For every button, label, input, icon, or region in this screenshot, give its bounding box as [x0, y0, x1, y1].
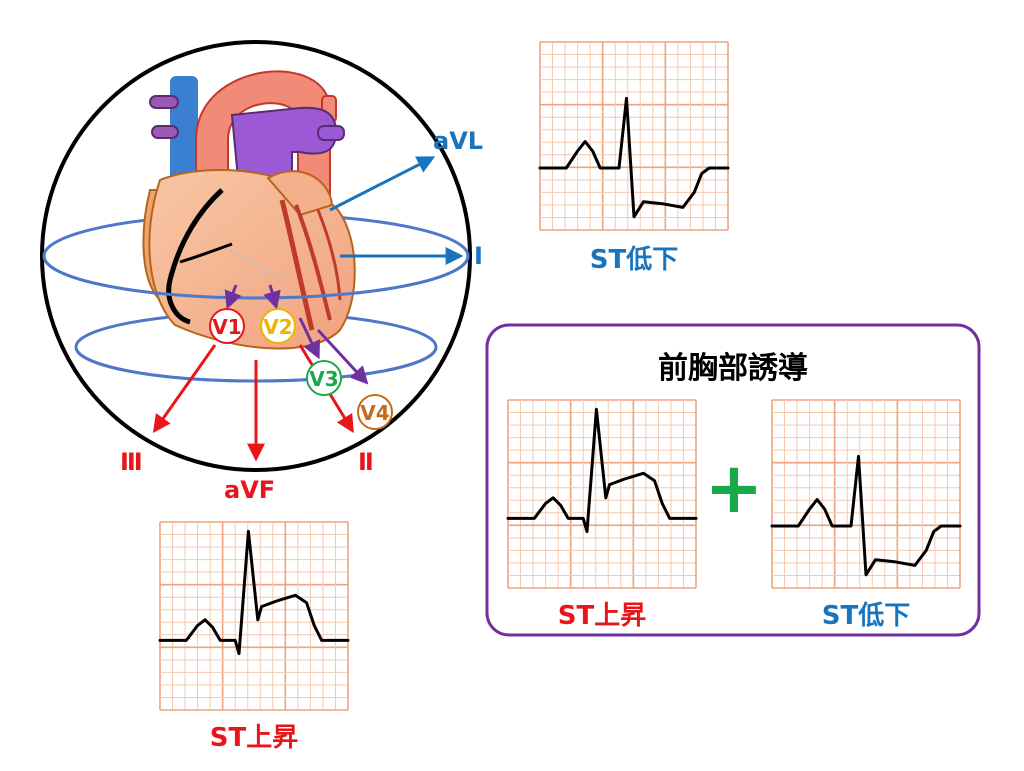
- ecg-waveform-st-depression: [770, 454, 962, 577]
- lead-v2-label: V2: [263, 315, 292, 339]
- heart-anatomy-icon: [142, 70, 356, 350]
- ecg-waveform-st-elevation: [506, 407, 698, 534]
- v3-arrow: [298, 317, 320, 360]
- precordial-box: 前胸部誘導 ST上昇 + ST低下: [485, 323, 981, 637]
- lead-v2-badge: V2: [260, 308, 296, 344]
- ecg-grid-background: [508, 400, 696, 588]
- lead-v3-label: V3: [309, 367, 338, 391]
- v4-arrow: [316, 328, 369, 385]
- lead-ii-label: Ⅱ: [358, 448, 374, 476]
- lead-avl-arrow: [329, 156, 436, 212]
- v2-arrow: [263, 284, 281, 310]
- lead-v4-badge: V4: [357, 394, 393, 430]
- lead-v1-badge: V1: [209, 308, 245, 344]
- lead-avf-label: aVF: [224, 476, 275, 504]
- lead-i-label: Ⅰ: [474, 242, 483, 270]
- ecg-panel-top-right: [538, 41, 730, 231]
- lead-iii-arrow: [152, 344, 217, 433]
- ecg-panel-box-left: [506, 399, 698, 589]
- ecg-bottom-left-label: ST上昇: [210, 723, 298, 753]
- precordial-left-label: ST上昇: [558, 601, 646, 631]
- ecg-waveform-st-elevation: [158, 529, 350, 656]
- ring-upper-front: [42, 255, 470, 300]
- ecg-grid-background: [160, 522, 348, 710]
- lead-avl-label: aVL: [433, 127, 483, 155]
- lead-v3-badge: V3: [306, 360, 342, 396]
- v1-arrow: [224, 284, 242, 310]
- heart-sphere-diagram: aVL Ⅰ Ⅲ aVF Ⅱ V1 V2 V3 V4: [40, 40, 483, 504]
- lead-v1-label: V1: [212, 315, 241, 339]
- ecg-panel-bottom-left: [158, 521, 350, 711]
- plus-icon: +: [705, 447, 764, 529]
- lead-v4-label: V4: [360, 401, 389, 425]
- lead-iii-label: Ⅲ: [120, 448, 143, 476]
- sphere-outline: [40, 40, 472, 472]
- precordial-right-label: ST低下: [822, 601, 910, 631]
- ecg-waveform-st-depression: [538, 96, 730, 219]
- ecg-panel-box-right: [770, 399, 962, 589]
- ecg-top-right-label: ST低下: [590, 245, 678, 275]
- precordial-box-title: 前胸部誘導: [658, 351, 808, 386]
